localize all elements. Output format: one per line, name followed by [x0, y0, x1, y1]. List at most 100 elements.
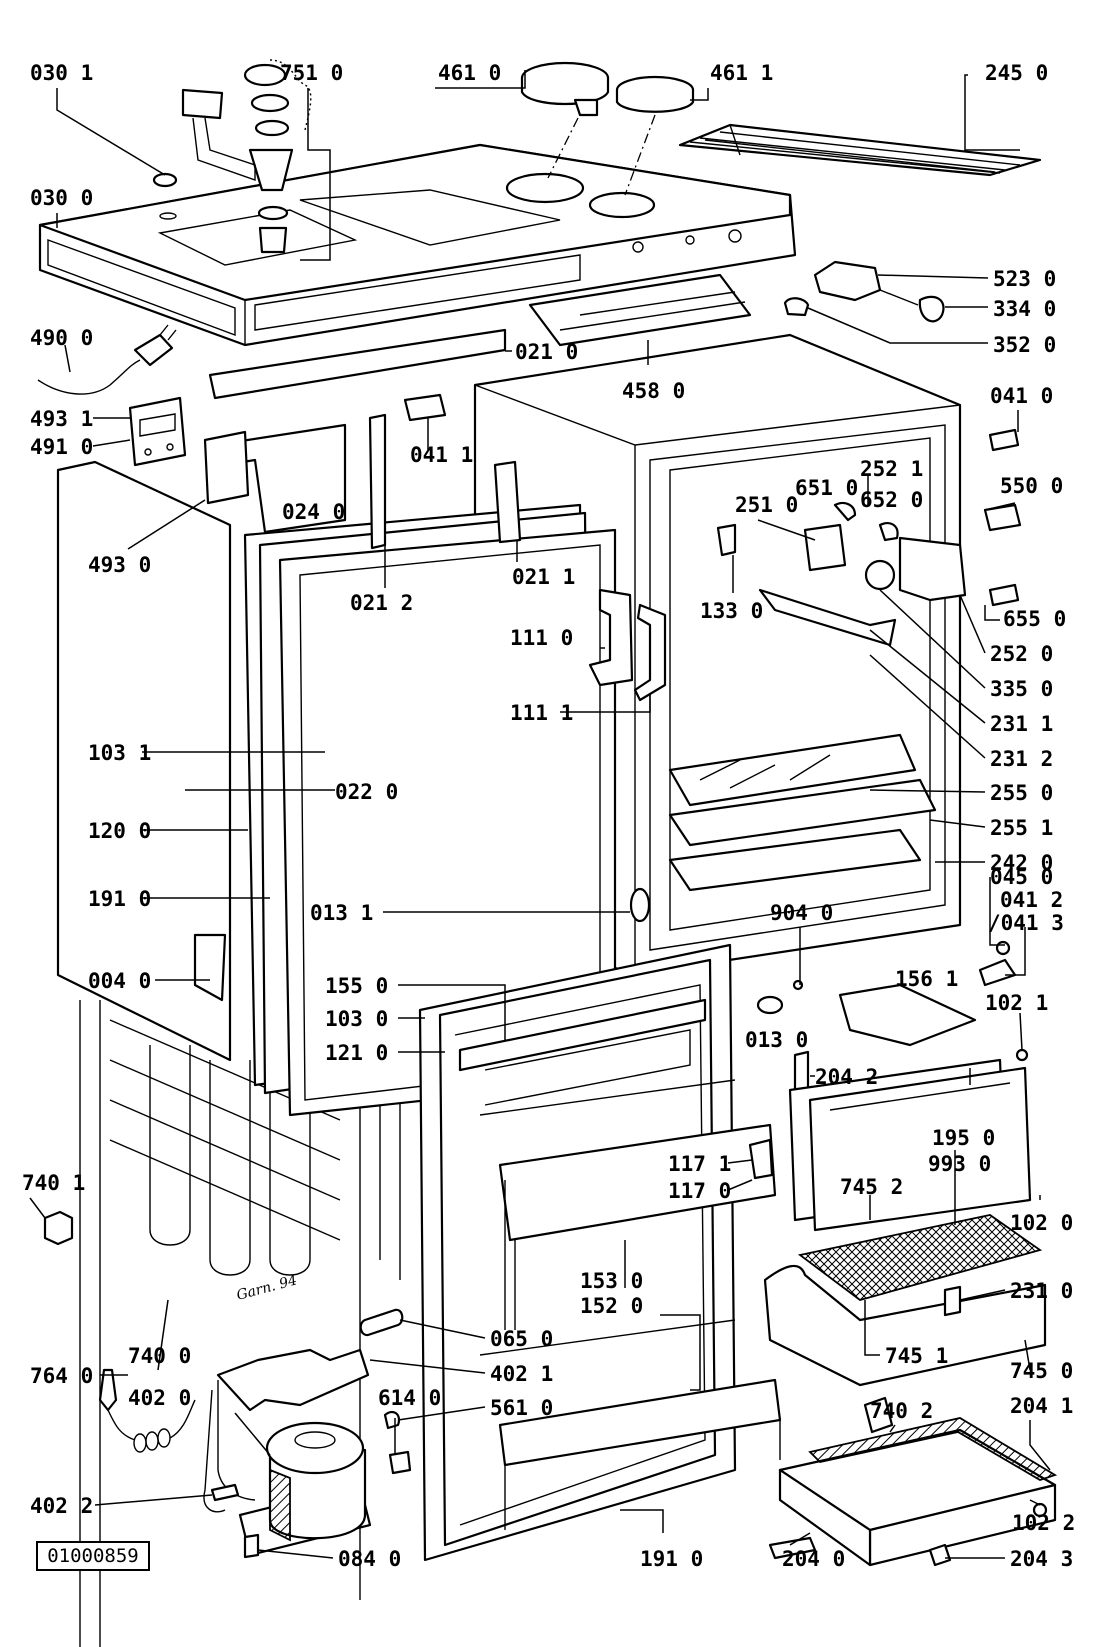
freezer-inner-door	[418, 943, 782, 1562]
latch	[748, 1138, 774, 1180]
base-plate	[763, 1264, 1047, 1387]
screw	[995, 940, 1011, 956]
part-label: 045 0	[990, 865, 1053, 889]
part-label: 204 0	[782, 1547, 845, 1571]
part-label: 021 0	[515, 340, 578, 364]
clip-4022	[210, 1483, 240, 1502]
burner-covers	[520, 61, 695, 196]
terminal-block	[128, 396, 187, 467]
part-label: 751 0	[280, 61, 343, 85]
grid-shelf	[678, 123, 1042, 177]
compressor	[203, 1348, 372, 1557]
part-label: 013 1	[310, 901, 373, 925]
part-label: 041 0	[990, 384, 1053, 408]
relay-6140	[388, 1450, 412, 1475]
part-label: 255 1	[990, 816, 1053, 840]
part-label: 740 2	[870, 1399, 933, 1423]
part-label: 155 0	[325, 974, 388, 998]
part-label: 491 0	[30, 435, 93, 459]
part-label: 117 1	[668, 1152, 731, 1176]
plug	[756, 995, 784, 1015]
small-screw	[792, 979, 804, 991]
part-label: 242 0	[990, 851, 1053, 875]
part-label: 204 1	[1010, 1394, 1073, 1418]
part-label: 103 0	[325, 1007, 388, 1031]
part-label: 490 0	[30, 326, 93, 350]
freezer-door	[788, 1058, 1032, 1232]
part-label: 231 0	[1010, 1279, 1073, 1303]
part-label: 352 0	[993, 333, 1056, 357]
part-label: 102 0	[1010, 1211, 1073, 1235]
part-label: 065 0	[490, 1327, 553, 1351]
part-label: 334 0	[993, 297, 1056, 321]
part-label: 120 0	[88, 819, 151, 843]
part-label: 550 0	[1000, 474, 1063, 498]
door-bracket	[978, 958, 1017, 987]
part-label: 111 1	[510, 701, 573, 725]
part-label: 121 0	[325, 1041, 388, 1065]
cube-7401	[43, 1210, 74, 1246]
part-labels: 030 1 751 0 461 0 461 1 245 0 030 0 523 …	[22, 61, 1075, 1571]
part-label: 204 3	[1010, 1547, 1073, 1571]
drain-assembly	[181, 59, 312, 254]
light-assembly	[803, 501, 1022, 607]
part-label: 493 0	[88, 553, 151, 577]
insulation-block	[203, 430, 250, 505]
screw-1021	[1015, 1048, 1029, 1062]
part-label: 103 1	[88, 741, 151, 765]
part-label: 461 1	[710, 61, 773, 85]
part-label: 133 0	[700, 599, 763, 623]
part-label: 993 0	[928, 1152, 991, 1176]
part-label: 021 1	[512, 565, 575, 589]
small-bracket	[716, 523, 737, 557]
document-reference: 01000859	[36, 1541, 150, 1571]
thermostat-group	[783, 260, 945, 323]
hinge-bracket-right	[988, 428, 1020, 452]
part-label: 523 0	[993, 267, 1056, 291]
part-label: 102 1	[985, 991, 1048, 1015]
evaporator-channel	[528, 273, 752, 347]
part-label: 745 0	[1010, 1359, 1073, 1383]
part-label: 191 0	[88, 887, 151, 911]
handle-left	[588, 588, 634, 687]
part-label: 745 2	[840, 1175, 903, 1199]
capillary-coil	[98, 1368, 196, 1453]
part-label: 041 2	[1000, 888, 1063, 912]
hinge-upper	[493, 460, 522, 544]
part-label: 084 0	[338, 1547, 401, 1571]
part-label: 461 0	[438, 61, 501, 85]
main-door	[243, 503, 651, 1117]
clip-2043	[928, 1543, 952, 1567]
power-cord	[37, 324, 177, 395]
part-label: 740 0	[128, 1344, 191, 1368]
part-label: 231 2	[990, 747, 1053, 771]
grommet-0840	[243, 1533, 260, 1559]
grille	[797, 1214, 1043, 1301]
part-label: 156 1	[895, 967, 958, 991]
handle-right	[633, 603, 667, 702]
bottom-tray	[768, 1396, 1058, 1567]
shelf-rail	[758, 588, 897, 647]
part-label: 402 0	[128, 1386, 191, 1410]
part-label: 013 0	[745, 1028, 808, 1052]
part-label: 030 1	[30, 61, 93, 85]
draftsman-signature: Garn. 94	[235, 1272, 299, 1303]
part-label: 030 0	[30, 186, 93, 210]
cylinder-0650	[359, 1308, 404, 1337]
part-label: 402 2	[30, 1494, 93, 1518]
hinge-bar	[368, 413, 387, 550]
ice-tray	[838, 983, 977, 1047]
part-label: 191 0	[640, 1547, 703, 1571]
part-label: 041 1	[410, 443, 473, 467]
part-label: 561 0	[490, 1396, 553, 1420]
part-label: 335 0	[990, 677, 1053, 701]
part-label: 904 0	[770, 901, 833, 925]
part-label: 458 0	[622, 379, 685, 403]
part-label: 204 2	[815, 1065, 878, 1089]
part-label: 651 0	[795, 476, 858, 500]
part-label: 252 0	[990, 642, 1053, 666]
part-label: 764 0	[30, 1364, 93, 1388]
part-label: 493 1	[30, 407, 93, 431]
part-label: 004 0	[88, 969, 151, 993]
part-label: 652 0	[860, 488, 923, 512]
